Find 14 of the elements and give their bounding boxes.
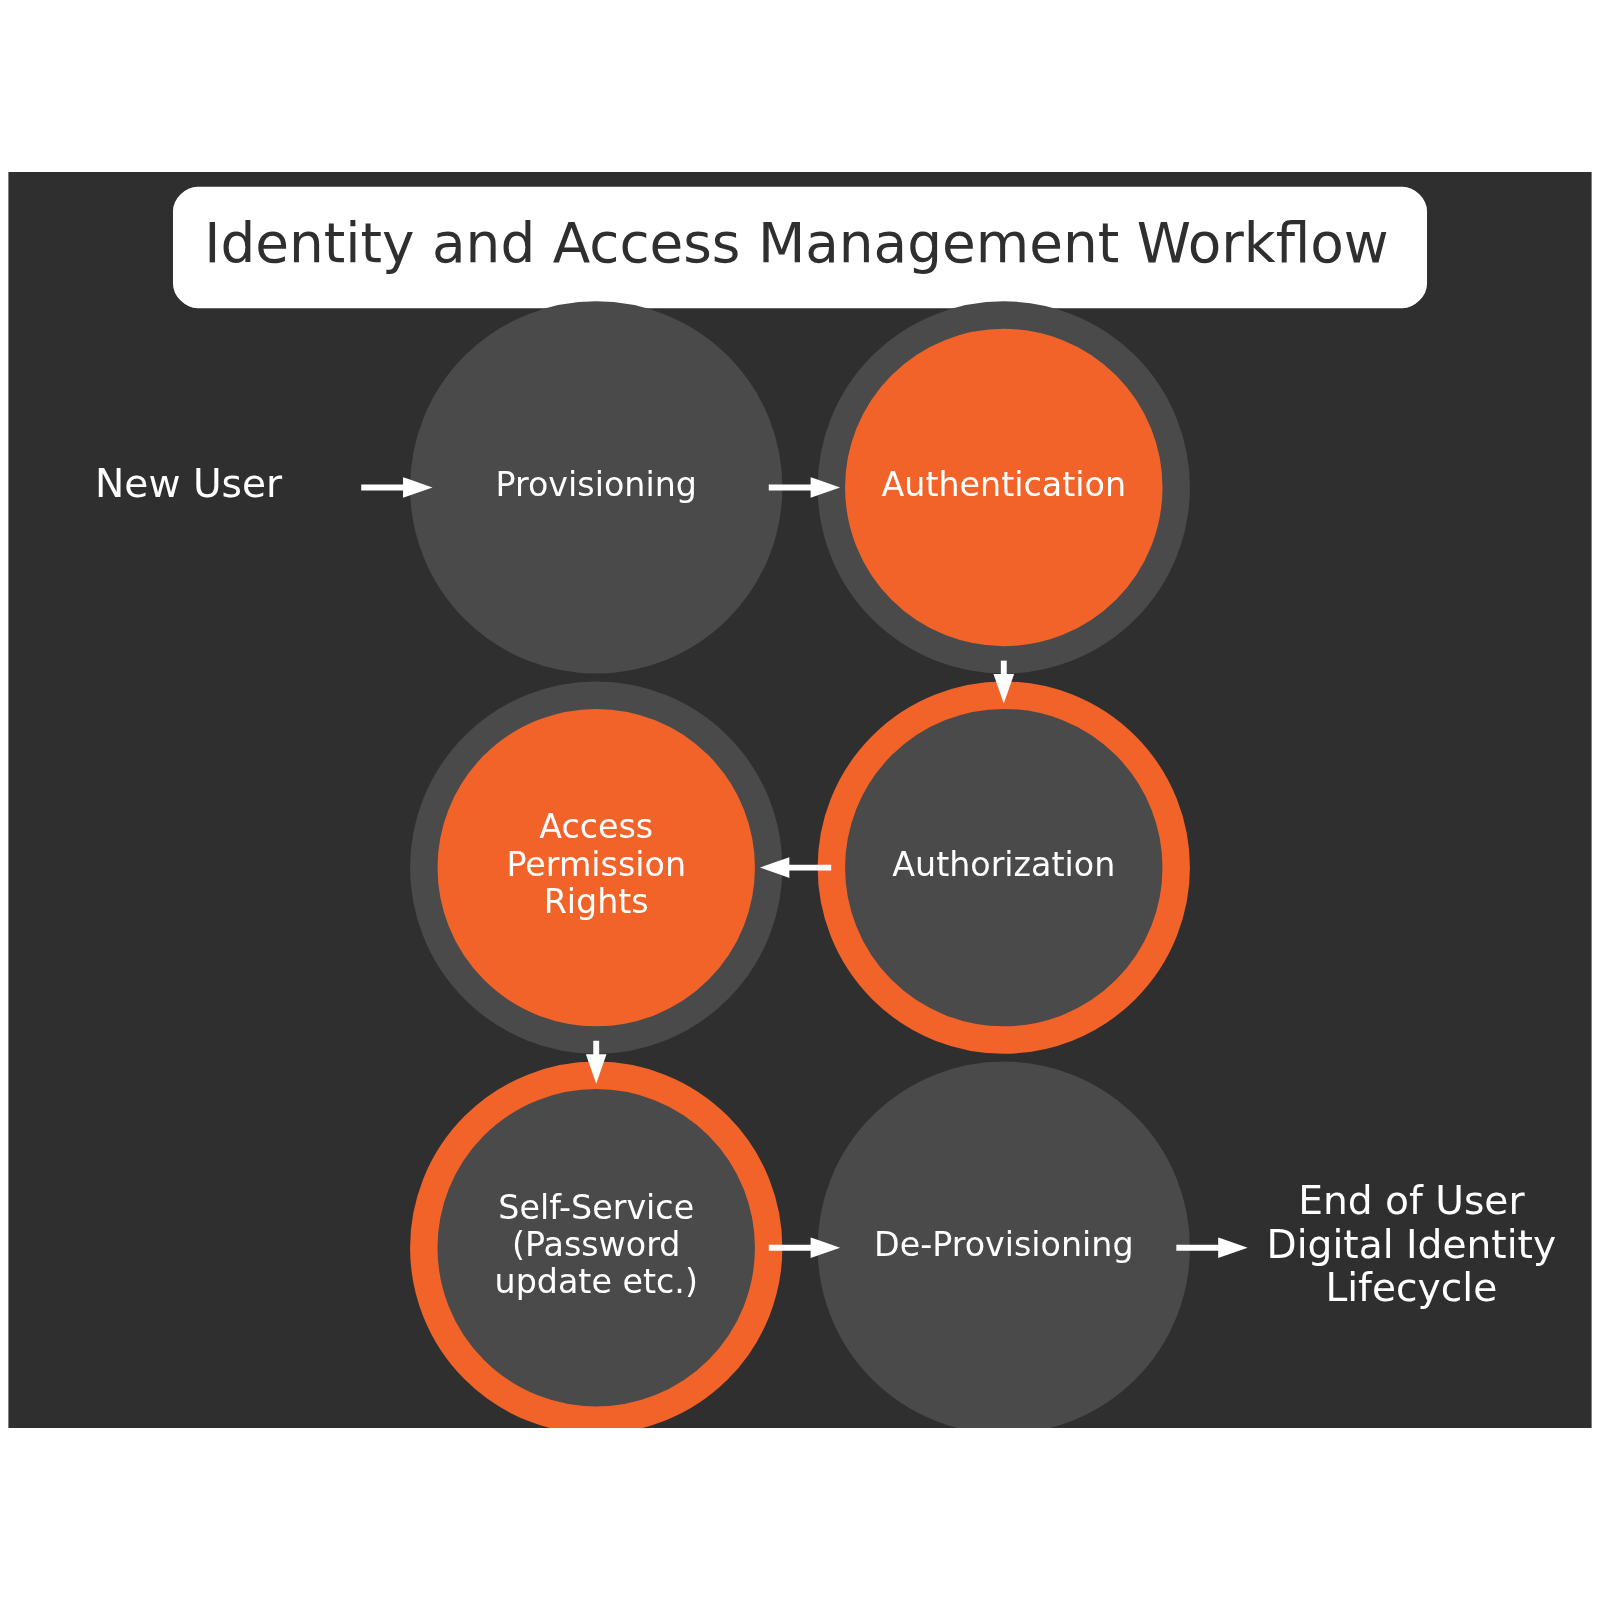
node-circle: De-Provisioning — [817, 1061, 1190, 1428]
arrow — [361, 477, 433, 498]
node-circle: Access Permission Rights — [410, 681, 783, 1054]
node-text: End of User Digital Identity Lifecycle — [1266, 1178, 1557, 1310]
node-circle: Self-Service (Password update etc.) — [410, 1061, 783, 1428]
node-circle: Authorization — [817, 681, 1190, 1054]
node-circle: Provisioning — [410, 301, 783, 674]
node-text: New User — [95, 461, 283, 507]
arrow — [768, 1237, 841, 1259]
node-circle: Authentication — [817, 301, 1190, 674]
arrow — [768, 477, 841, 498]
diagram-title: Identity and Access Management Workflow — [204, 210, 1389, 275]
arrow — [1176, 1237, 1248, 1259]
arrow — [759, 857, 832, 878]
